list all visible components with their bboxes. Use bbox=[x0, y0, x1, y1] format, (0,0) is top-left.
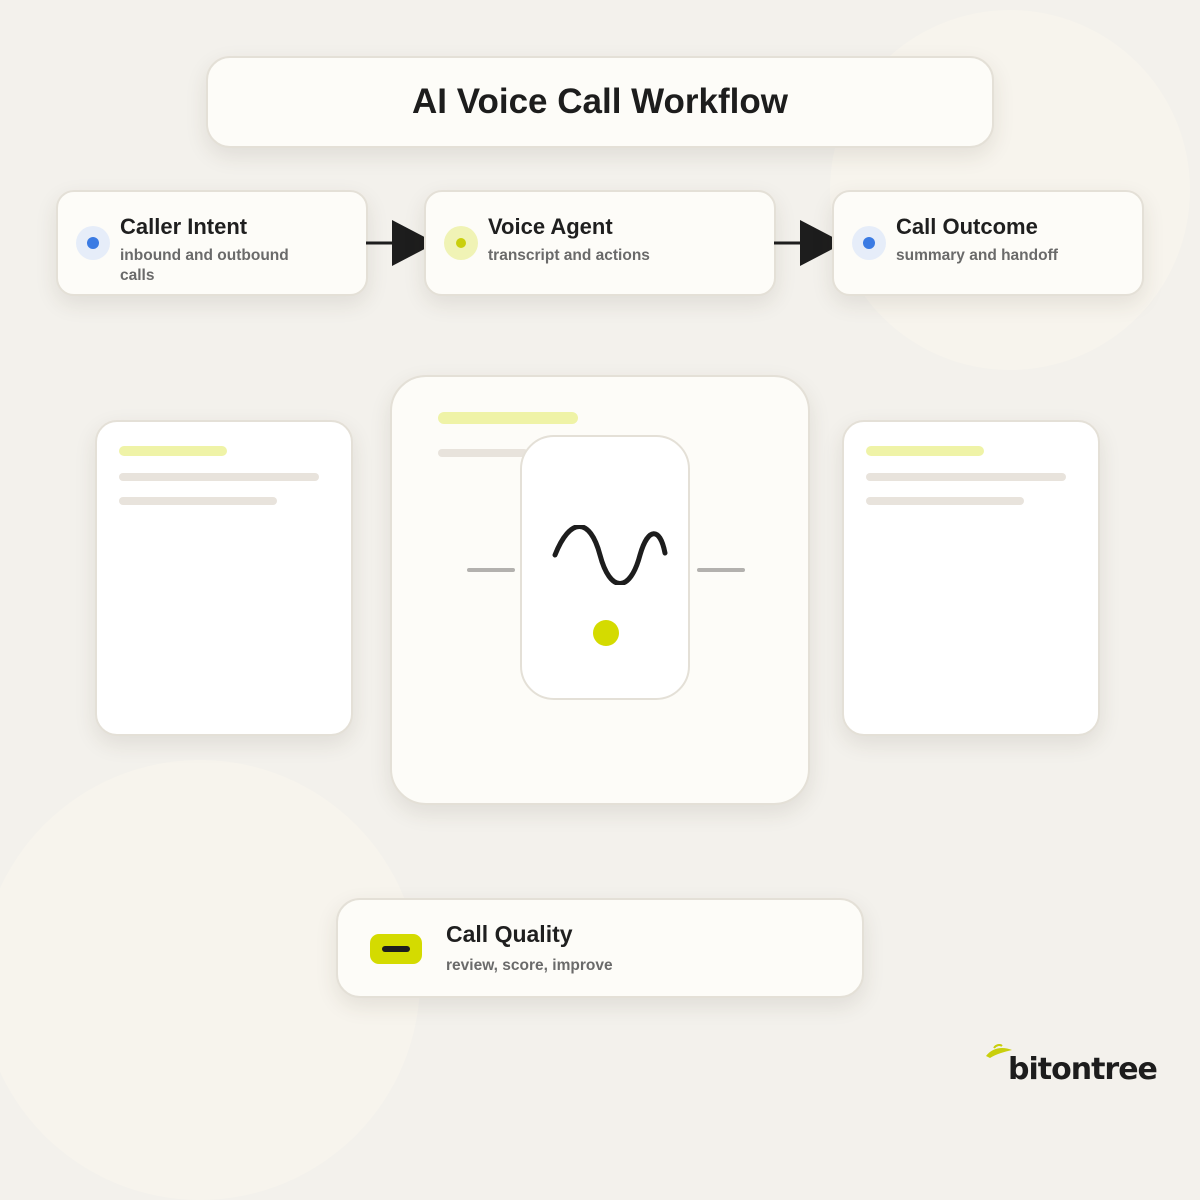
step-subtitle: transcript and actions bbox=[488, 247, 650, 264]
step-caller-intent: Caller Intent inbound and outbound calls bbox=[56, 190, 368, 296]
quality-title: Call Quality bbox=[446, 921, 573, 947]
brand-wordmark: bitontree bbox=[1008, 1052, 1158, 1087]
blue-dot-icon bbox=[852, 226, 886, 260]
minus-badge-icon bbox=[370, 934, 422, 964]
placeholder-text-bar bbox=[866, 473, 1066, 481]
connector-line-right bbox=[697, 568, 745, 572]
step-title: Voice Agent bbox=[488, 214, 613, 239]
step-subtitle: inbound and outbound calls bbox=[120, 247, 289, 284]
waveform-icon bbox=[552, 525, 668, 585]
quality-subtitle: review, score, improve bbox=[446, 957, 613, 974]
step-subtitle: summary and handoff bbox=[896, 247, 1058, 264]
arrow-right-icon bbox=[366, 220, 436, 266]
left-placeholder-panel bbox=[95, 420, 353, 736]
yellow-dot-icon bbox=[444, 226, 478, 260]
placeholder-text-bar bbox=[438, 449, 528, 457]
step-title: Caller Intent bbox=[120, 214, 248, 239]
placeholder-text-bar bbox=[119, 473, 319, 481]
diagram-title: AI Voice Call Workflow bbox=[412, 82, 788, 121]
placeholder-heading-bar bbox=[119, 446, 227, 456]
logo-leaf-icon bbox=[986, 1044, 1012, 1058]
placeholder-heading-bar bbox=[866, 446, 984, 456]
connector-line-left bbox=[467, 568, 515, 572]
bitontree-logo: bitontree bbox=[984, 1044, 1158, 1087]
step-call-outcome: Call Outcome summary and handoff bbox=[832, 190, 1144, 296]
step-title: Call Outcome bbox=[896, 214, 1038, 239]
blue-dot-icon bbox=[76, 226, 110, 260]
right-placeholder-panel bbox=[842, 420, 1100, 736]
placeholder-heading-bar bbox=[438, 412, 578, 424]
call-quality-card: Call Quality review, score, improve bbox=[336, 898, 864, 998]
status-dot-icon bbox=[593, 620, 619, 646]
phone-device bbox=[520, 435, 690, 700]
arrow-right-icon bbox=[774, 220, 844, 266]
step-voice-agent: Voice Agent transcript and actions bbox=[424, 190, 776, 296]
placeholder-text-bar bbox=[866, 497, 1024, 505]
placeholder-text-bar bbox=[119, 497, 277, 505]
title-card: AI Voice Call Workflow bbox=[206, 56, 994, 148]
